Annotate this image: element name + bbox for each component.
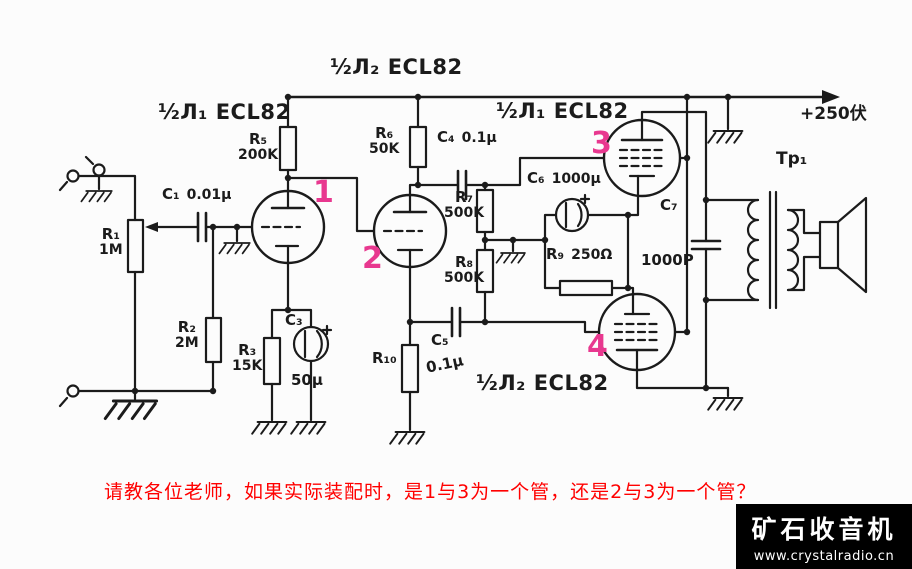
label-c4: C₄ 0.1µ — [437, 128, 497, 146]
primary-winding — [746, 198, 760, 302]
label-c6: C₆ 1000µ — [527, 169, 601, 187]
section-marker-2: 2 — [362, 241, 383, 276]
plus-polarity-icon — [579, 193, 591, 205]
label-r1: R₁ 1M — [99, 225, 123, 258]
label-r6: R₆ 50K — [369, 124, 400, 157]
grids — [613, 322, 661, 342]
capacitor-c5 — [408, 306, 487, 338]
secondary-winding — [786, 208, 800, 292]
input-terminal-ground — [92, 163, 106, 177]
watermark-title: 矿石收音机 — [751, 514, 897, 544]
cathode-network-1 — [262, 308, 333, 422]
label-r2: R₂ 2M — [175, 318, 199, 351]
label-c3-name: C₃ — [285, 311, 303, 329]
label-c5-name: C₅ — [431, 331, 449, 349]
label-c7-name: C₇ — [660, 196, 678, 214]
tube-label-bottom: ½Л₂ ECL82 — [476, 371, 609, 395]
core — [768, 190, 778, 310]
capacitor-c7 — [690, 198, 760, 302]
section-marker-1: 1 — [313, 175, 334, 210]
watermark: 矿石收音机 www.crystalradio.cn — [736, 504, 912, 569]
capacitor-c3-electrolytic — [292, 324, 333, 363]
bias-network-c6-r9 — [543, 193, 630, 297]
resistor-r5 — [278, 125, 298, 172]
tube-label-top: ½Л₂ ECL82 — [330, 55, 463, 79]
plus-polarity-icon — [321, 324, 333, 336]
grids — [618, 148, 666, 168]
label-r8: R₈ 500K — [444, 253, 485, 286]
wire-screen-grids — [673, 95, 689, 334]
pentode-4 — [597, 286, 730, 390]
label-c3-value: 50µ — [291, 371, 323, 389]
wire-grid-pentode3 — [483, 156, 606, 187]
label-r5: R₅ 200K — [238, 130, 279, 163]
pentode-3 — [602, 110, 708, 217]
input-terminals — [58, 155, 106, 408]
resistor-r2 — [204, 316, 223, 364]
capacitor-c6-electrolytic — [554, 193, 591, 233]
section-marker-3: 3 — [591, 126, 612, 161]
resistor-r6 — [408, 125, 428, 169]
resistor-r10 — [400, 320, 420, 432]
label-r9: R₉ 250Ω — [546, 245, 613, 263]
input-wiring — [77, 174, 215, 401]
transformer-label: Tp₁ — [776, 149, 808, 169]
label-c7-value: 1000P — [641, 251, 694, 269]
junction-dots — [131, 93, 732, 395]
supply-arrow-icon — [822, 90, 840, 104]
resistor-r9 — [558, 279, 614, 297]
terminal-arrow-icon — [58, 155, 95, 408]
ground-symbols — [80, 95, 744, 445]
tube-label-right: ½Л₁ ECL82 — [496, 99, 629, 123]
label-c5-value: 0.1µ — [424, 351, 466, 377]
wire-grid-pentode4 — [483, 320, 601, 334]
tube-label-left: ½Л₁ ECL82 — [158, 100, 291, 124]
tube-2-triode — [372, 95, 448, 324]
power-rail — [286, 90, 840, 104]
resistor-r8 — [475, 248, 495, 324]
resistor-r3 — [262, 336, 282, 386]
capacitor-c1 — [196, 211, 254, 320]
section-marker-4: 4 — [587, 329, 608, 364]
label-r7: R₇ 500K — [444, 188, 485, 221]
label-r10: R₁₀ — [372, 349, 397, 367]
input-terminal-bottom — [66, 384, 80, 398]
output-transformer — [746, 190, 822, 310]
label-r3: R₃ 15K — [232, 341, 263, 374]
wiper-arrow-icon — [145, 222, 158, 232]
speaker-icon — [818, 196, 868, 294]
watermark-url: www.crystalradio.cn — [753, 548, 895, 564]
tube-1-triode — [250, 95, 376, 312]
label-c1: C₁ 0.01µ — [162, 185, 232, 203]
question-text: 请教各位老师，如果实际装配时，是1与3为一个管，还是2与3为一个管？ — [104, 481, 757, 503]
supply-label: +250伏 — [800, 104, 867, 124]
input-terminal-top — [66, 169, 80, 183]
potentiometer-r1 — [126, 218, 200, 274]
